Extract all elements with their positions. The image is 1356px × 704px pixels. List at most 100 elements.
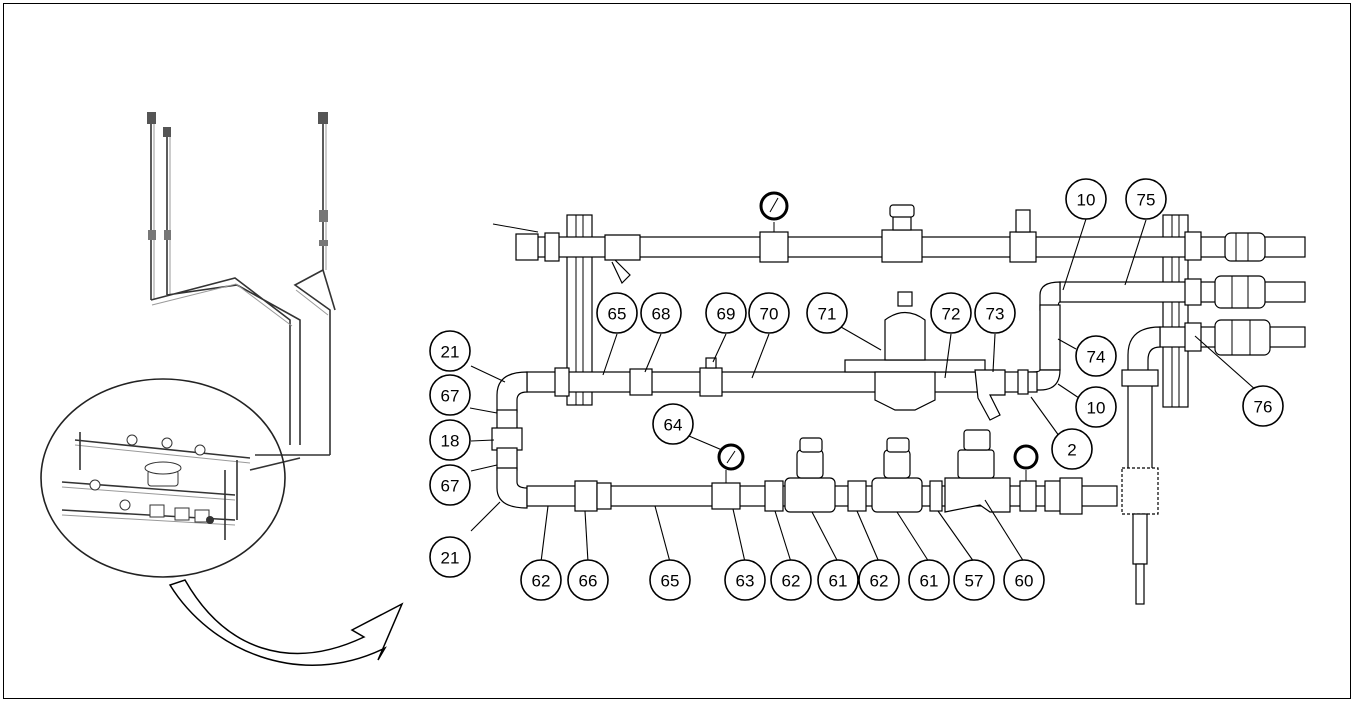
callout-label: 65 xyxy=(608,305,627,324)
callout-61: 61 xyxy=(908,559,950,601)
callout-2: 2 xyxy=(1051,428,1093,470)
callout-label: 67 xyxy=(441,387,460,406)
callout-21: 21 xyxy=(429,536,471,578)
callout-label: 64 xyxy=(664,416,683,435)
strainer-73-icon xyxy=(974,369,1006,421)
figure-frame xyxy=(3,3,1351,699)
callout-76: 76 xyxy=(1242,385,1284,427)
callout-label: 66 xyxy=(579,572,598,591)
callout-circle xyxy=(640,292,682,334)
callout-65: 65 xyxy=(649,559,691,601)
callout-label: 61 xyxy=(829,572,848,591)
callout-label: 21 xyxy=(441,549,460,568)
top-valve-icon xyxy=(1015,209,1031,233)
callout-66: 66 xyxy=(567,559,609,601)
callout-circle xyxy=(429,464,471,506)
callout-circle xyxy=(429,536,471,578)
detail-magnifier-circle xyxy=(40,378,286,578)
callout-circle xyxy=(930,292,972,334)
callout-circle xyxy=(520,559,562,601)
pressure-gauge-icon xyxy=(1013,444,1039,470)
callout-circle xyxy=(1003,559,1045,601)
callout-65: 65 xyxy=(596,292,638,334)
callout-label: 62 xyxy=(870,572,889,591)
callout-circle xyxy=(1125,178,1167,220)
callout-64: 64 xyxy=(652,403,694,445)
callout-circle xyxy=(908,559,950,601)
callout-circle xyxy=(748,292,790,334)
solenoid-valve-61a-icon xyxy=(784,477,836,513)
callout-circle xyxy=(1051,428,1093,470)
union-18 xyxy=(491,427,523,451)
regulator-71-icon xyxy=(874,371,936,411)
callout-circle xyxy=(1242,385,1284,427)
solenoid-valve-61b-icon xyxy=(871,477,923,513)
callout-circle xyxy=(858,559,900,601)
top-strainer-icon xyxy=(604,234,641,285)
callout-circle xyxy=(817,559,859,601)
callout-circle xyxy=(1065,178,1107,220)
callout-circle xyxy=(974,292,1016,334)
callout-69: 69 xyxy=(705,292,747,334)
callout-circle xyxy=(1075,386,1117,428)
callout-label: 65 xyxy=(661,572,680,591)
callout-circle xyxy=(1075,335,1117,377)
callout-21: 21 xyxy=(429,330,471,372)
callout-18: 18 xyxy=(429,419,471,461)
callout-circle xyxy=(724,559,766,601)
callout-72: 72 xyxy=(930,292,972,334)
callout-label: 72 xyxy=(942,305,961,324)
callout-71: 71 xyxy=(806,292,848,334)
callout-67: 67 xyxy=(429,374,471,416)
callout-circle xyxy=(652,403,694,445)
callout-label: 21 xyxy=(441,343,460,362)
valve-69-icon xyxy=(705,357,717,369)
callout-circle xyxy=(649,559,691,601)
top-regulator-icon xyxy=(881,229,923,263)
callout-74: 74 xyxy=(1075,335,1117,377)
callout-label: 60 xyxy=(1015,572,1034,591)
isometric-overview xyxy=(40,112,336,578)
callout-label: 10 xyxy=(1077,191,1096,210)
callout-label: 62 xyxy=(782,572,801,591)
callout-67: 67 xyxy=(429,464,471,506)
callout-62: 62 xyxy=(520,559,562,601)
callout-group: 10 75 65 68 69 70 71 72 73 21 74 67 10 76 18 64 2 67 21 62 6… xyxy=(429,178,1284,601)
callout-label: 61 xyxy=(920,572,939,591)
callout-circle xyxy=(567,559,609,601)
callout-circle xyxy=(806,292,848,334)
callout-label: 62 xyxy=(532,572,551,591)
callout-circle xyxy=(953,559,995,601)
callout-circle xyxy=(429,419,471,461)
vertical-drop-pipe xyxy=(1127,374,1153,471)
callout-57: 57 xyxy=(953,559,995,601)
manifold-detail xyxy=(491,191,1306,605)
callout-73: 73 xyxy=(974,292,1016,334)
callout-label: 67 xyxy=(441,477,460,496)
callout-68: 68 xyxy=(640,292,682,334)
pipe-75 xyxy=(1059,281,1306,303)
callout-label: 68 xyxy=(652,305,671,324)
callout-62: 62 xyxy=(770,559,812,601)
callout-61: 61 xyxy=(817,559,859,601)
callout-label: 70 xyxy=(760,305,779,324)
callout-label: 69 xyxy=(717,305,736,324)
callout-label: 2 xyxy=(1067,441,1076,460)
curved-arrow-icon xyxy=(168,579,404,666)
callout-circle xyxy=(705,292,747,334)
callout-label: 63 xyxy=(736,572,755,591)
callout-circle xyxy=(429,374,471,416)
callout-63: 63 xyxy=(724,559,766,601)
callout-circle xyxy=(770,559,812,601)
callout-75: 75 xyxy=(1125,178,1167,220)
callout-label: 74 xyxy=(1087,348,1106,367)
callout-label: 73 xyxy=(986,305,1005,324)
callout-10: 10 xyxy=(1075,386,1117,428)
callout-circle xyxy=(596,292,638,334)
callout-70: 70 xyxy=(748,292,790,334)
callout-label: 75 xyxy=(1137,191,1156,210)
valve-60-icon xyxy=(944,477,1011,513)
callout-60: 60 xyxy=(1003,559,1045,601)
callout-label: 10 xyxy=(1087,399,1106,418)
callout-circle xyxy=(429,330,471,372)
